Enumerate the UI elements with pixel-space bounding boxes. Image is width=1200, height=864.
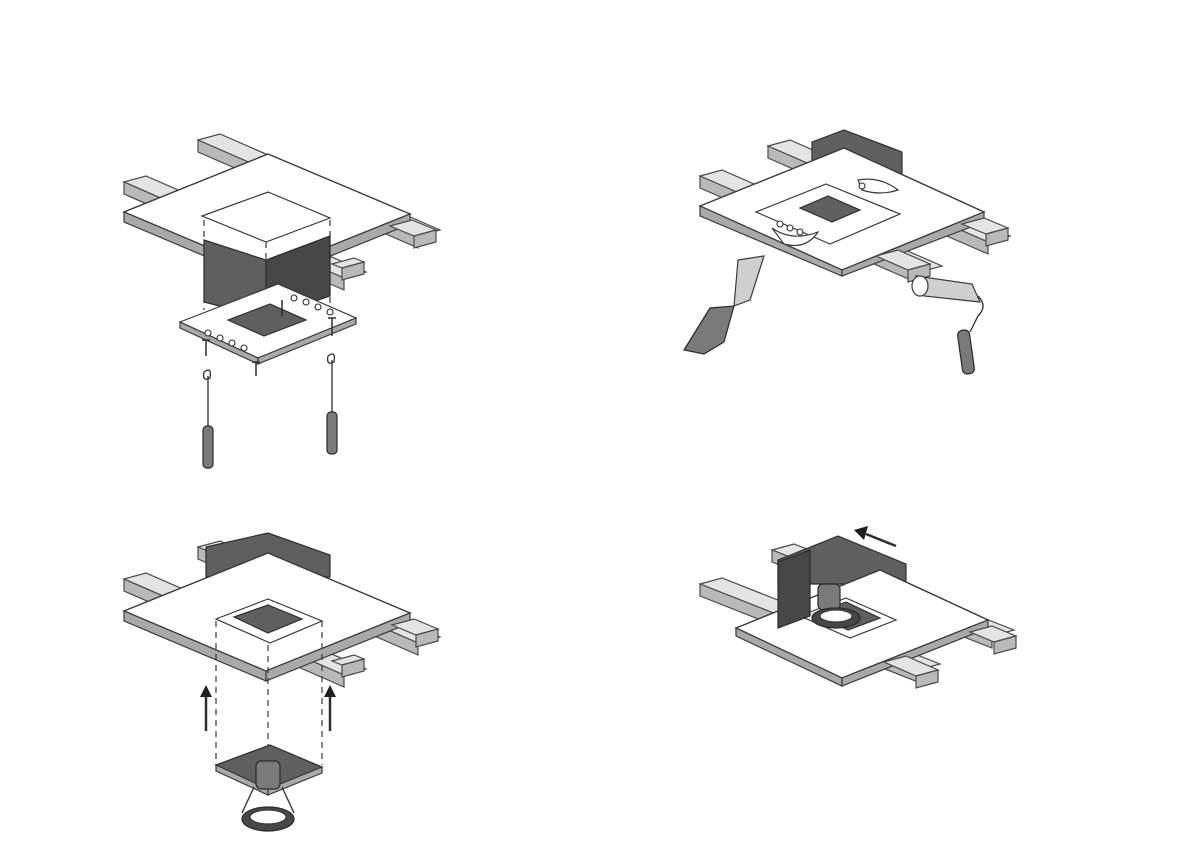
lamp-unit (214, 744, 324, 832)
step-4-drawing (698, 526, 1018, 689)
screwdriver-icon (326, 353, 338, 455)
screwdriver-icon (202, 369, 214, 469)
step-2-panel (680, 120, 1040, 390)
arrow-up-icon (200, 685, 212, 731)
putty-knife-icon (683, 255, 765, 355)
plasterboard (734, 569, 990, 687)
arrow-left-icon (854, 526, 897, 548)
step-1-drawing (122, 133, 442, 469)
screw-holes (204, 294, 334, 352)
step-4-panel (690, 520, 1030, 700)
plasterboard (698, 147, 986, 277)
lamp-unit (777, 549, 861, 629)
step-1-panel (110, 130, 470, 480)
step-3-drawing (122, 532, 442, 832)
step-2-drawing (683, 129, 1012, 375)
plasterboard (122, 552, 412, 682)
mounting-frame (178, 283, 358, 365)
ceiling-cutout (200, 191, 332, 243)
step-3-panel (110, 525, 470, 845)
arrow-up-icon (324, 685, 336, 731)
screw-holes (776, 182, 866, 236)
screws (202, 300, 336, 376)
paint-roller-icon (911, 275, 984, 375)
